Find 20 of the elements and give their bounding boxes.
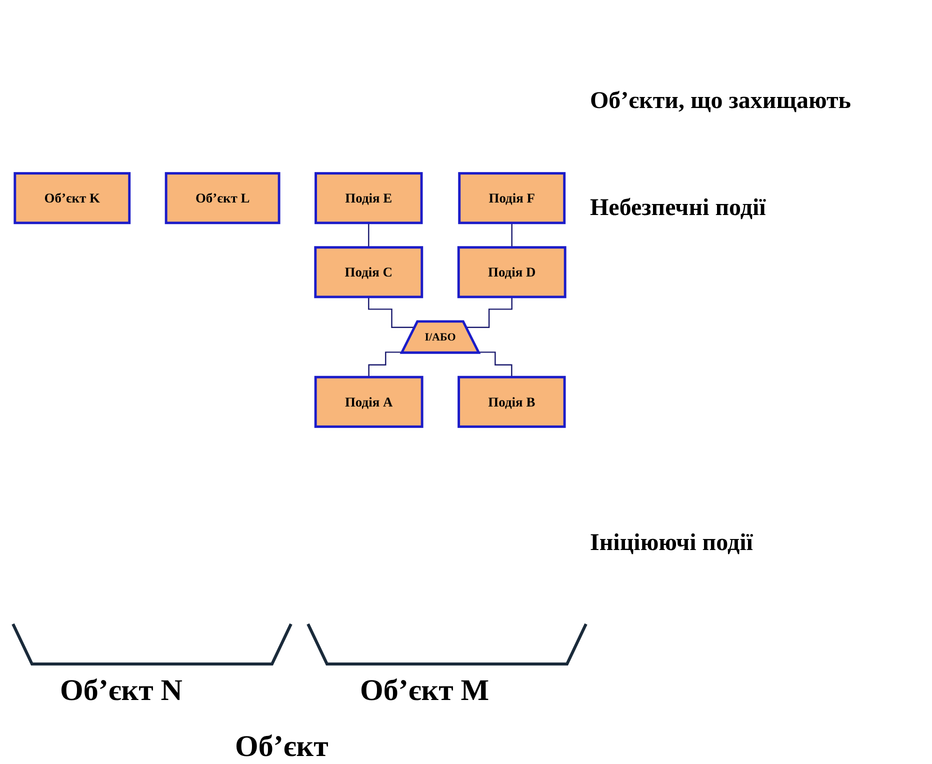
node-box: Подія B bbox=[458, 376, 566, 428]
object-label: Об’єкт bbox=[235, 730, 328, 764]
node-box: Подія D bbox=[457, 246, 566, 298]
node-box: Об’єкт L bbox=[164, 172, 280, 224]
row-label: Об’єкти, що захищають bbox=[590, 88, 851, 115]
node-box: Подія A bbox=[314, 376, 424, 428]
object-label: Об’єкт N bbox=[60, 674, 182, 708]
node-box: Подія F bbox=[458, 172, 566, 224]
connector bbox=[478, 352, 512, 378]
row-label: Ініціюючі події bbox=[590, 530, 753, 557]
connector bbox=[466, 296, 512, 328]
connector bbox=[368, 296, 415, 328]
node-box: Об’єкт K bbox=[14, 172, 131, 224]
object-label: Об’єкт M bbox=[360, 674, 490, 708]
connector bbox=[368, 222, 370, 248]
node-box: Подія C bbox=[314, 246, 424, 298]
connector bbox=[368, 352, 402, 378]
row-label: Небезпечні події bbox=[590, 195, 766, 222]
connector bbox=[511, 222, 512, 248]
node-box: Подія E bbox=[314, 172, 423, 224]
